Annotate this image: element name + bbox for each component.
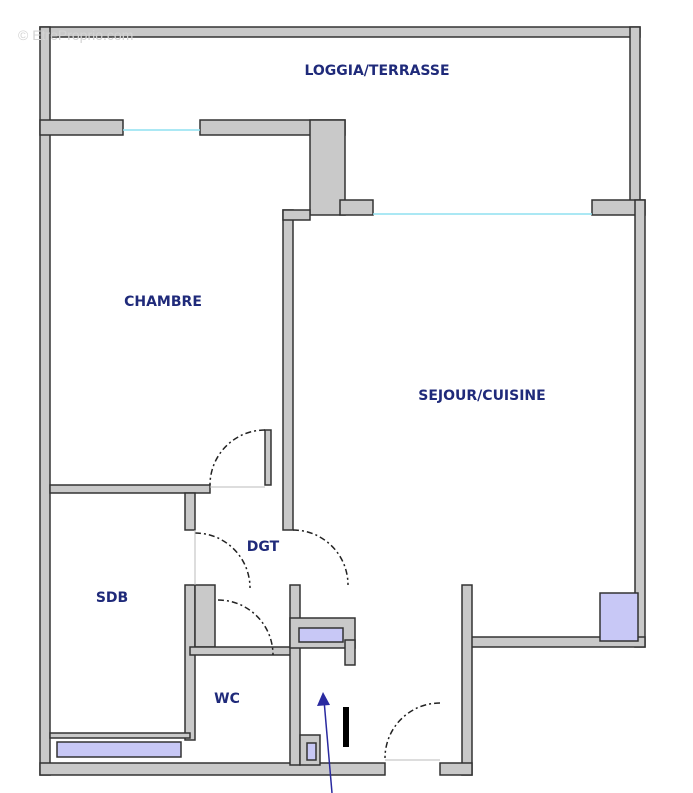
room-label-sdb: SDB bbox=[95, 590, 129, 606]
room-label-loggia: LOGGIA/TERRASSE bbox=[304, 63, 450, 79]
windows bbox=[123, 129, 592, 215]
room-label-wc: WC bbox=[214, 691, 240, 707]
room-label-chambre: CHAMBRE bbox=[124, 294, 202, 310]
watermark: © EtreProprio.com bbox=[18, 27, 134, 43]
entrance-arrow bbox=[317, 692, 333, 793]
arrow-up-icon bbox=[317, 692, 330, 706]
room-label-sejour: SEJOUR/CUISINE bbox=[418, 388, 546, 404]
fixtures bbox=[56, 592, 639, 761]
room-label-dgt: DGT bbox=[246, 539, 280, 555]
walls bbox=[39, 26, 646, 776]
doors bbox=[194, 429, 441, 761]
